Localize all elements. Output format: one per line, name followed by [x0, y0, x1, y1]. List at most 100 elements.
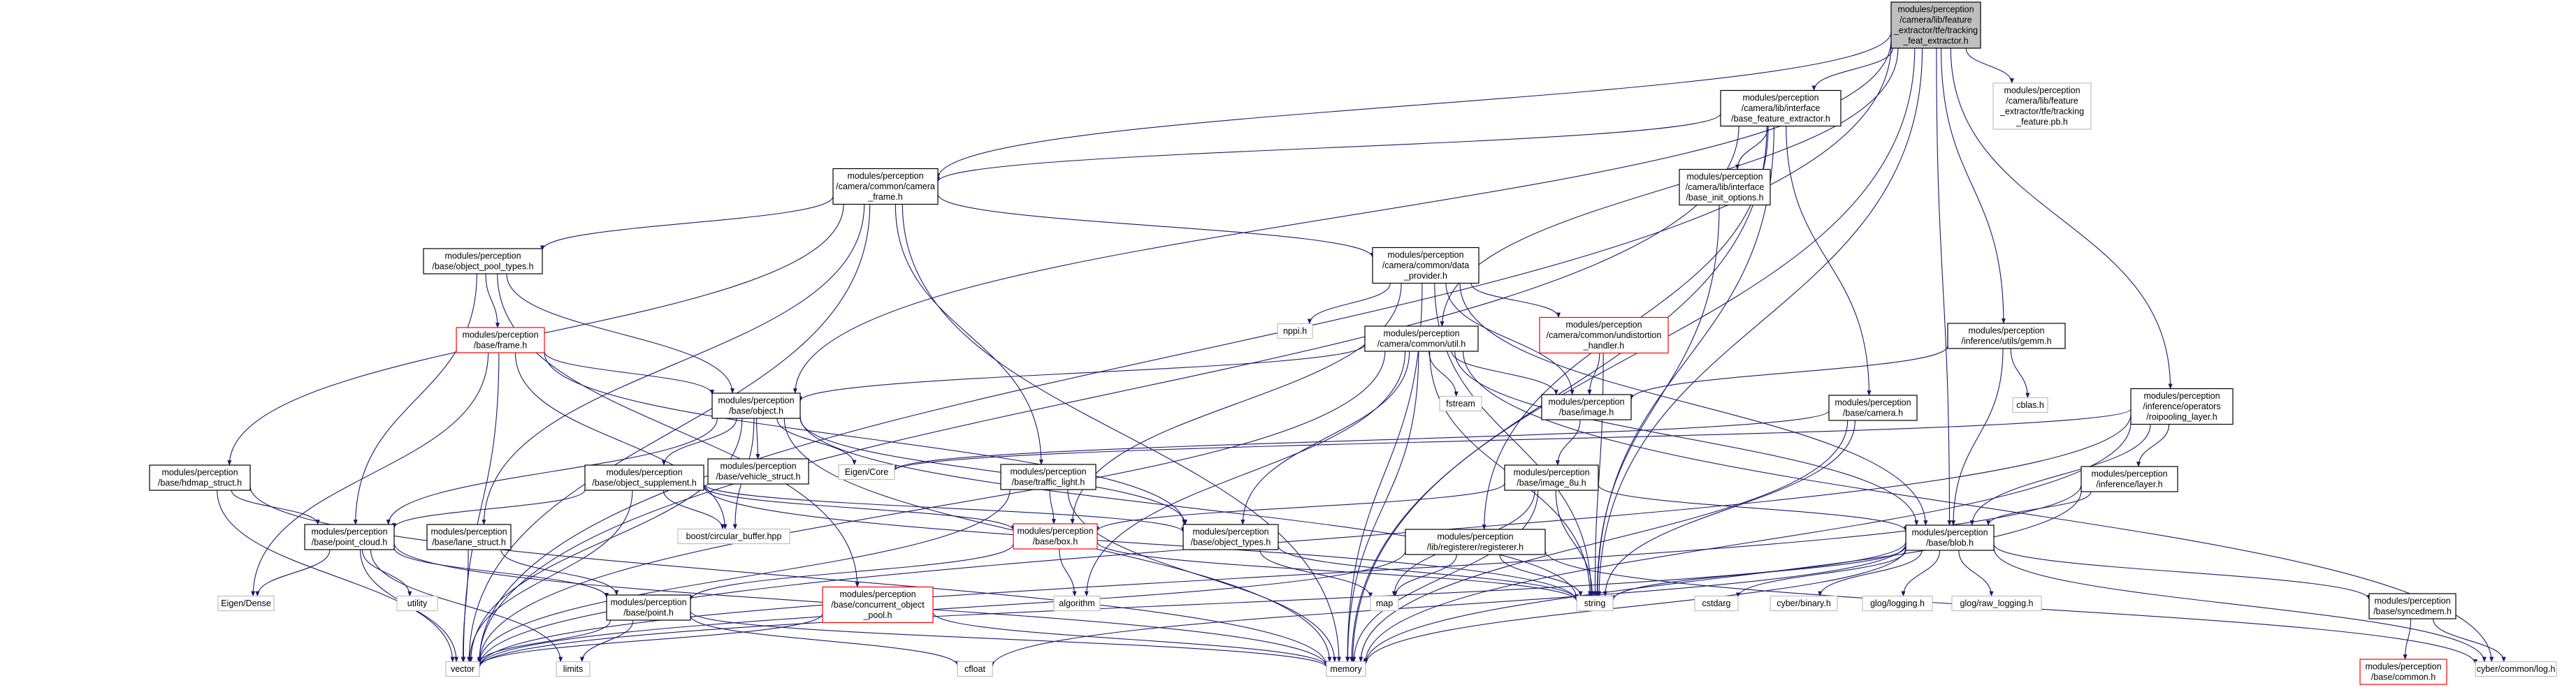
node-label: modules/perception/inference/layer.h — [2091, 469, 2167, 490]
node-box — [1182, 524, 1279, 550]
node-nppi: nppi.h — [1277, 323, 1313, 339]
node-memory: memory — [1326, 661, 1366, 677]
edge-frame-to-object — [544, 351, 715, 395]
edge-registerer-to-vector — [477, 550, 1406, 668]
node-box — [1372, 247, 1479, 284]
node-point-cloud[interactable]: modules/perception/base/point_cloud.h — [304, 524, 395, 550]
node-label-line: _pool.h — [862, 610, 892, 620]
edge-hdmap_struct-to-vector — [217, 490, 455, 663]
node-object[interactable]: modules/perception/base/object.h — [711, 392, 801, 419]
node-roipooling[interactable]: modules/perception/inference/operators/r… — [2130, 388, 2234, 425]
node-label-line: /base/object_pool_types.h — [432, 262, 533, 272]
node-box — [1862, 595, 1933, 612]
node-box — [396, 595, 438, 612]
node-limits: limits — [556, 661, 591, 677]
node-label-line: /camera/lib/interface — [1742, 103, 1821, 113]
edge-object-to-object_supplement — [661, 418, 737, 466]
edge-data_provider-to-undistortion — [1470, 283, 1561, 318]
edge-data_provider-to-nppi — [1307, 283, 1391, 325]
node-concurrent-pool[interactable]: modules/perception/base/concurrent_objec… — [822, 586, 934, 624]
node-image-8u[interactable]: modules/perception/base/image_8u.h — [1504, 464, 1599, 491]
node-eigen-core: Eigen/Core — [838, 464, 895, 480]
node-box — [2475, 661, 2557, 677]
edge-base_feature_extractor-to-camera_frame — [936, 113, 1721, 183]
node-box — [2368, 593, 2456, 619]
edge-layer — [217, 31, 2506, 668]
node-label: modules/perception/base/image.h — [1548, 397, 1624, 418]
edge-root-to-camera_util — [1440, 47, 1899, 327]
node-frame[interactable]: modules/perception/base/frame.h — [456, 327, 545, 353]
node-box — [1694, 595, 1739, 612]
node-object-types[interactable]: modules/perception/base/object_types.h — [1182, 524, 1279, 550]
node-base-common[interactable]: modules/perception/base/common.h — [2359, 659, 2447, 685]
node-inference-layer[interactable]: modules/perception/inference/layer.h — [2081, 466, 2178, 492]
node-camera-frame[interactable]: modules/perception/camera/common/camera_… — [832, 168, 939, 205]
edge-roipooling-to-eigen_core — [892, 409, 2132, 471]
node-label: glog/logging.h — [1870, 599, 1925, 608]
node-undistortion[interactable]: modules/perception/camera/common/undisto… — [1539, 316, 1669, 354]
node-blob[interactable]: modules/perception/base/blob.h — [1905, 524, 1995, 551]
edge-object_supplement-to-box — [703, 485, 1015, 531]
node-box — [1890, 1, 1981, 49]
node-base-camera[interactable]: modules/perception/base/camera.h — [1828, 395, 1918, 421]
node-label-line: modules/perception — [444, 251, 521, 261]
node-box — [1370, 595, 1399, 612]
node-label: cstdarg — [1702, 599, 1731, 608]
node-base-init-options[interactable]: modules/perception/camera/lib/interface/… — [1679, 168, 1771, 206]
node-box — [1770, 595, 1838, 612]
node-box — [217, 595, 275, 612]
node-box — [677, 528, 790, 545]
node-label: modules/perception/base/object_types.h — [1191, 527, 1271, 548]
node-label-line: nppi.h — [1283, 326, 1307, 336]
node-object-pool-types[interactable]: modules/perception/base/object_pool_type… — [423, 248, 543, 274]
node-box — [1013, 523, 1098, 550]
edge-root-to-memory — [1350, 47, 1916, 663]
node-data-provider[interactable]: modules/perception/camera/common/data_pr… — [1372, 247, 1479, 284]
node-registerer[interactable]: modules/perception/lib/registerer/regist… — [1405, 529, 1546, 555]
node-root[interactable]: modules/perception/camera/lib/feature_ex… — [1890, 1, 1981, 49]
node-cstdarg: cstdarg — [1694, 595, 1739, 612]
node-label: modules/perception/camera/lib/interface/… — [1731, 93, 1830, 124]
node-object-supplement[interactable]: modules/perception/base/object_supplemen… — [584, 464, 704, 491]
edge-undistortion-to-base_image — [1587, 353, 1600, 395]
edge-frame-to-circular_buffer — [514, 352, 728, 530]
node-label: modules/perception/base/object_supplemen… — [592, 468, 696, 488]
edge-object_pool_types-to-frame — [485, 273, 500, 328]
node-label: modules/perception/camera/lib/feature_ex… — [1999, 86, 2084, 127]
node-syncedmem[interactable]: modules/perception/base/syncedmem.h — [2368, 593, 2456, 619]
edge-traffic_light-to-memory — [1067, 489, 1337, 663]
node-label: modules/perception/base/blob.h — [1911, 528, 1988, 548]
node-base-point[interactable]: modules/perception/base/point.h — [606, 594, 691, 621]
node-box — [2081, 466, 2178, 492]
node-label: modules/perception/base/lane_struct.h — [430, 527, 507, 548]
node-gemm[interactable]: modules/perception/inference/utils/gemm.… — [1947, 323, 2066, 349]
node-base-feature-extractor[interactable]: modules/perception/camera/lib/interface/… — [1720, 89, 1841, 127]
node-box[interactable]: modules/perception/base/box.h — [1013, 523, 1098, 550]
node-cblas: cblas.h — [2012, 397, 2048, 413]
node-label: boost/circular_buffer.hpp — [686, 531, 782, 541]
node-label: modules/perception/camera/common/util.h — [1377, 329, 1466, 349]
node-label: Eigen/Core — [845, 467, 889, 477]
node-base-image[interactable]: modules/perception/base/image.h — [1541, 394, 1632, 420]
edge-registerer-to-map — [1393, 554, 1457, 597]
edge-base_camera-to-eigen_core — [892, 410, 1830, 471]
edge-gemm-to-blob — [1951, 348, 2004, 526]
node-label: modules/perception/base/point_cloud.h — [311, 527, 387, 548]
node-vehicle-struct[interactable]: modules/perception/base/vehicle_struct.h — [707, 458, 809, 485]
edge-camera_util-to-object — [798, 344, 1366, 402]
node-label-line: Eigen/Core — [845, 467, 889, 477]
node-camera-util[interactable]: modules/perception/camera/common/util.h — [1364, 325, 1479, 352]
node-label: modules/perception/base/image_8u.h — [1513, 468, 1589, 488]
node-box — [707, 458, 809, 485]
node-label-line: modules/perception — [606, 468, 682, 478]
node-lane-struct[interactable]: modules/perception/base/lane_struct.h — [426, 524, 512, 550]
node-box — [711, 392, 801, 419]
node-hdmap-struct[interactable]: modules/perception/base/hdmap_struct.h — [149, 464, 251, 491]
node-label: limits — [563, 664, 583, 674]
edge-traffic_light-to-vector — [477, 489, 1011, 664]
node-box — [1576, 595, 1614, 612]
node-traffic-light[interactable]: modules/perception/base/traffic_light.h — [1000, 464, 1097, 490]
node-box — [426, 524, 512, 550]
edge-image_8u-to-blob — [1598, 484, 1908, 532]
